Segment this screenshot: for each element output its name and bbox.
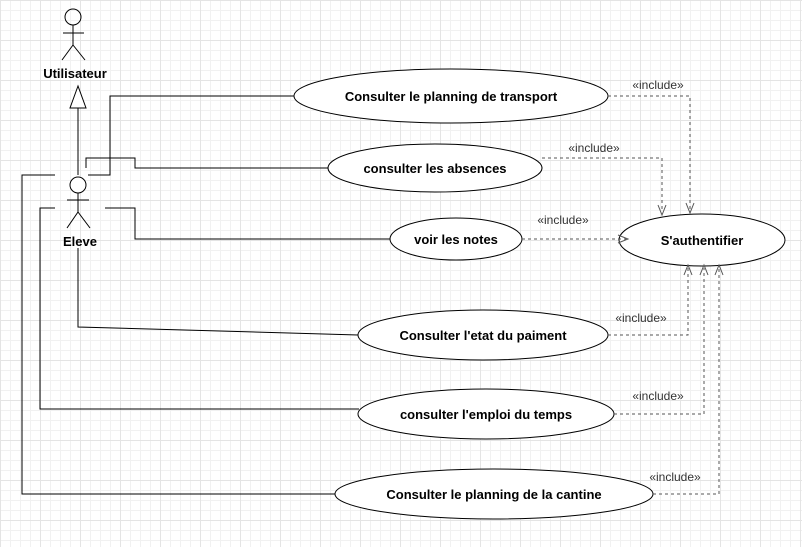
- svg-text:consulter l'emploi du temps: consulter l'emploi du temps: [400, 407, 572, 422]
- assoc-notes: [105, 207, 390, 240]
- use-case-paiement[interactable]: Consulter l'etat du paiment: [357, 309, 609, 361]
- assoc-absences: [85, 157, 328, 169]
- svg-text:«include»: «include»: [649, 470, 701, 484]
- use-case-transport[interactable]: Consulter le planning de transport: [293, 68, 609, 124]
- include-notes: «include»: [522, 213, 630, 244]
- include-emploi: «include»: [614, 263, 709, 415]
- svg-text:«include»: «include»: [615, 311, 667, 325]
- assoc-paiement: [77, 248, 359, 336]
- generalization-arrow: [69, 84, 87, 175]
- svg-text:«include»: «include»: [568, 141, 620, 155]
- associations: [21, 95, 390, 495]
- include-absences[interactable]: «include»: [542, 141, 667, 217]
- include-cantine: «include»: [649, 263, 724, 495]
- svg-text:«include»: «include»: [632, 78, 684, 92]
- actor-utilisateur[interactable]: Utilisateur: [43, 8, 107, 81]
- svg-text:«include»: «include»: [632, 389, 684, 403]
- include-transport: «include»: [608, 78, 695, 215]
- svg-text:Consulter le planning de la ca: Consulter le planning de la cantine: [386, 487, 601, 502]
- use-case-notes[interactable]: voir les notes: [389, 217, 523, 261]
- actor-head: [64, 8, 82, 26]
- svg-text:Consulter le planning de trans: Consulter le planning de transport: [345, 89, 558, 104]
- use-case-authentifier[interactable]: S'authentifier: [618, 213, 786, 267]
- actor-eleve-label: Eleve: [63, 234, 97, 249]
- use-case-emploi[interactable]: consulter l'emploi du temps: [357, 388, 615, 440]
- svg-text:consulter les absences: consulter les absences: [363, 161, 506, 176]
- actor-eleve[interactable]: Eleve: [63, 176, 97, 249]
- svg-text:voir les notes: voir les notes: [414, 232, 498, 247]
- include-paiement: «include»: [608, 263, 693, 336]
- svg-text:Consulter l'etat du paiment: Consulter l'etat du paiment: [399, 328, 567, 343]
- use-case-cantine[interactable]: Consulter le planning de la cantine: [334, 468, 654, 520]
- assoc-transport: [88, 95, 294, 176]
- svg-text:S'authentifier: S'authentifier: [661, 233, 744, 248]
- assoc-cantine: [21, 174, 336, 495]
- svg-text:«include»: «include»: [537, 213, 589, 227]
- actor-utilisateur-label: Utilisateur: [43, 66, 107, 81]
- assoc-emploi: [39, 207, 359, 410]
- use-case-absences[interactable]: consulter les absences: [327, 143, 543, 193]
